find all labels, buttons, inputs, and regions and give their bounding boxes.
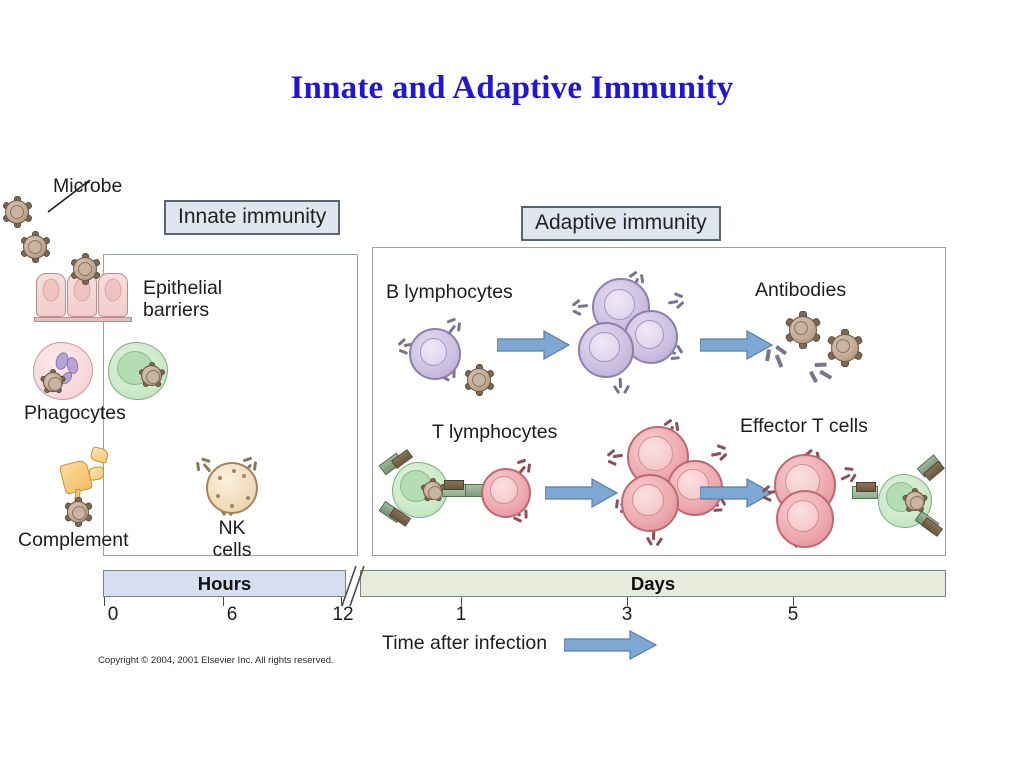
b-lymphocytes-label: B lymphocytes [386,281,513,303]
tick-hour-12 [341,597,343,606]
microbe-icon [0,195,34,229]
tick-day-1 [461,597,463,606]
antibodies-label: Antibodies [755,279,847,301]
nk-cells-label: NK cells [212,517,252,561]
antibody-bound-microbe-group [765,310,885,390]
macrophage-icon [108,342,168,400]
t-lymphocyte-clone-cluster [605,418,741,550]
phagocytes-label: Phagocytes [24,402,126,424]
immunity-diagram: Microbe Innate immunity Adaptive immunit… [0,160,1024,690]
timeline-days-bar: Days [360,570,946,597]
time-direction-arrow [564,630,658,660]
tick-label-hour-12: 12 [332,604,354,625]
tick-label-day-3: 3 [621,604,633,625]
timeline: Hours Days 0 6 12 1 3 5 Time after infec… [0,160,1024,660]
timeline-hours-bar: Hours [103,570,346,597]
complement-icon [56,445,126,532]
microbe-leader-line [47,179,91,213]
epithelial-basement-membrane [34,317,132,322]
b-lymphocyte-clone-cluster [566,270,696,398]
tick-hour-0 [104,597,106,606]
t-activation-arrow [545,478,619,508]
b-activation-arrow [497,330,571,360]
microbe-icon [68,252,102,286]
effector-t-cell-pair [760,448,876,549]
nk-cell-icon [195,456,269,520]
epithelial-barrier-icon [36,273,128,317]
antibody-production-arrow [700,330,774,360]
neutrophil-icon [33,342,93,400]
effector-t-cells-label: Effector T cells [740,415,868,437]
page-title: Innate and Adaptive Immunity [290,70,734,106]
tick-label-hour-6: 6 [226,604,238,625]
complement-label: Complement [18,529,129,551]
microbe-label: Microbe [53,175,123,197]
innate-immunity-header: Innate immunity [164,200,341,236]
timeline-axis-break [341,565,365,607]
antigen-peptide [856,482,876,492]
tick-label-hour-0: 0 [107,604,119,625]
target-cell-icon [852,454,948,546]
tick-hour-6 [223,597,225,606]
antigen-presenting-cell-icon [378,449,468,528]
effector-differentiation-arrow [700,478,774,508]
b-lymphocyte-naive [395,315,481,389]
tick-label-day-5: 5 [787,604,799,625]
copyright-notice: Copyright © 2004, 2001 Elsevier Inc. All… [98,655,334,666]
tick-label-day-1: 1 [455,604,467,625]
tick-day-3 [627,597,629,606]
epithelial-barriers-label: Epithelial barriers [143,277,223,321]
microbe-icon [18,230,52,264]
t-lymphocytes-label: T lymphocytes [432,421,558,443]
t-lymphocyte-naive [465,456,545,528]
antigen-peptide [444,480,464,490]
microbe-icon [462,363,496,397]
tick-day-5 [793,597,795,606]
adaptive-immunity-header: Adaptive immunity [521,206,721,242]
time-after-infection-label: Time after infection [382,632,548,654]
